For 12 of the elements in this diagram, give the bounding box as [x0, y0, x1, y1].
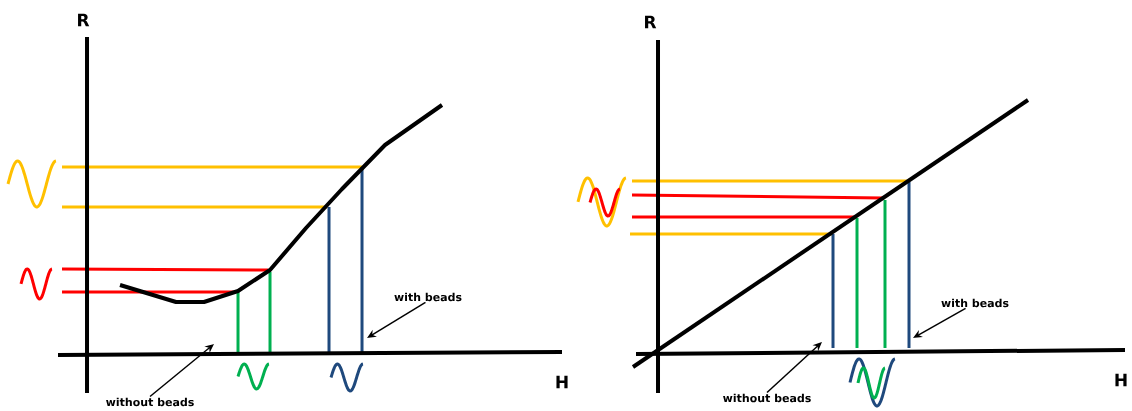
leader-line	[367, 301, 427, 338]
leader-line	[766, 342, 822, 394]
leader-line	[913, 307, 967, 338]
axis-label: R	[78, 13, 90, 27]
annotation-text: with beads	[394, 292, 462, 302]
axis-label: H	[1115, 373, 1127, 387]
annotation-text: without beads	[106, 397, 194, 407]
leader-line	[149, 344, 214, 398]
annotation-text: without beads	[723, 393, 811, 403]
axis-label: H	[556, 375, 568, 389]
annotation-text: with beads	[941, 298, 1009, 308]
axis-label: R	[645, 15, 657, 29]
